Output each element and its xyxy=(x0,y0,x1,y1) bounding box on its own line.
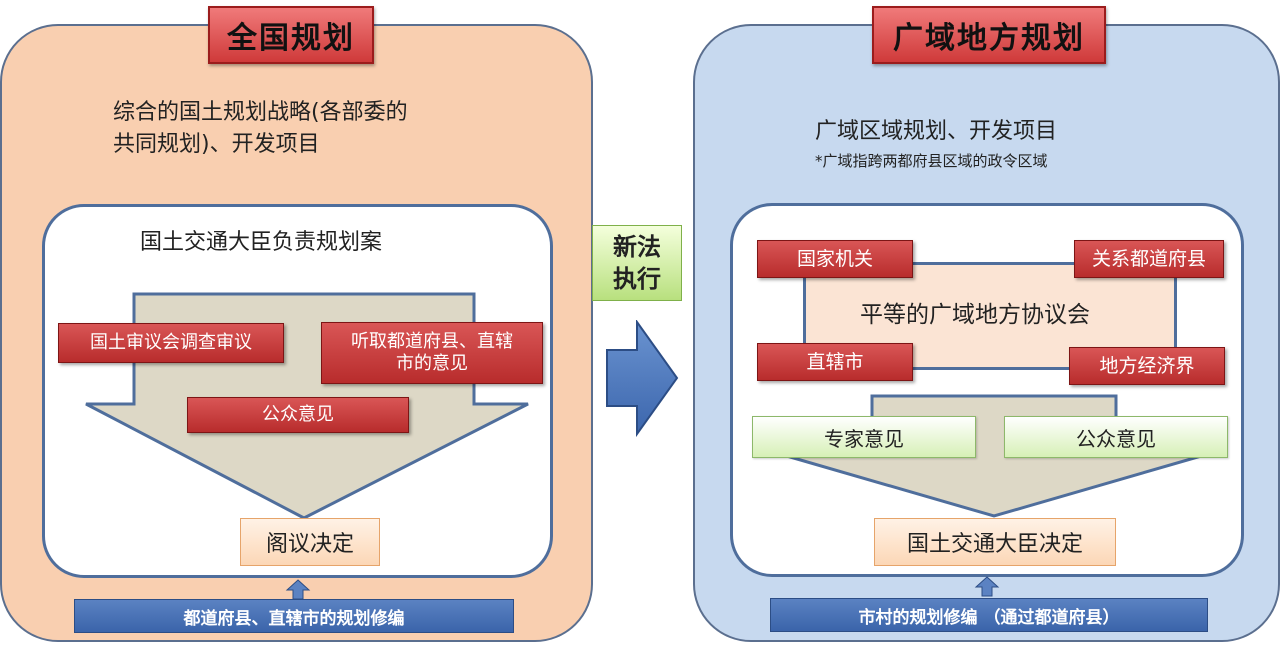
related-prefectures-box: 关系都道府县 xyxy=(1074,240,1224,278)
national-process-title: 国土交通大臣负责规划案 xyxy=(140,230,383,255)
national-planning-title: 全国规划 xyxy=(208,6,374,64)
regional-planning-desc: 广域区域规划、开发项目 xyxy=(815,119,1058,144)
left-bottom-bar: 都道府县、直辖市的规划修编 xyxy=(74,599,514,633)
minister-decision-box: 国土交通大臣决定 xyxy=(874,518,1116,566)
right-public-opinion-box: 公众意见 xyxy=(1004,416,1228,458)
transition-arrow xyxy=(606,320,679,438)
expert-opinion-box: 专家意见 xyxy=(752,416,976,458)
regional-planning-note: *广域指跨两都府县区域的政令区域 xyxy=(815,152,1048,170)
national-planning-desc-line2: 共同规划)、开发项目 xyxy=(113,132,320,157)
national-agency-box: 国家机关 xyxy=(757,240,913,278)
national-planning-desc-line1: 综合的国土规划战略(各部委的 xyxy=(113,100,408,125)
council-review-box: 国土审议会调查审议 xyxy=(58,323,284,363)
regional-planning-title: 广域地方规划 xyxy=(872,6,1106,64)
right-up-arrow xyxy=(974,576,1000,597)
prefecture-hearing-box: 听取都道府县、直辖市的意见 xyxy=(321,322,543,384)
new-law-box: 新法执行 xyxy=(592,225,682,301)
left-up-arrow xyxy=(285,579,311,600)
local-business-box: 地方经济界 xyxy=(1069,347,1225,385)
cabinet-decision-box: 阁议决定 xyxy=(240,518,380,566)
right-bottom-bar: 市村的规划修编 （通过都道府县） xyxy=(770,598,1208,632)
left-public-opinion-box: 公众意见 xyxy=(187,397,409,433)
municipality-box: 直辖市 xyxy=(757,343,913,381)
council-label: 平等的广域地方协议会 xyxy=(860,302,1090,328)
